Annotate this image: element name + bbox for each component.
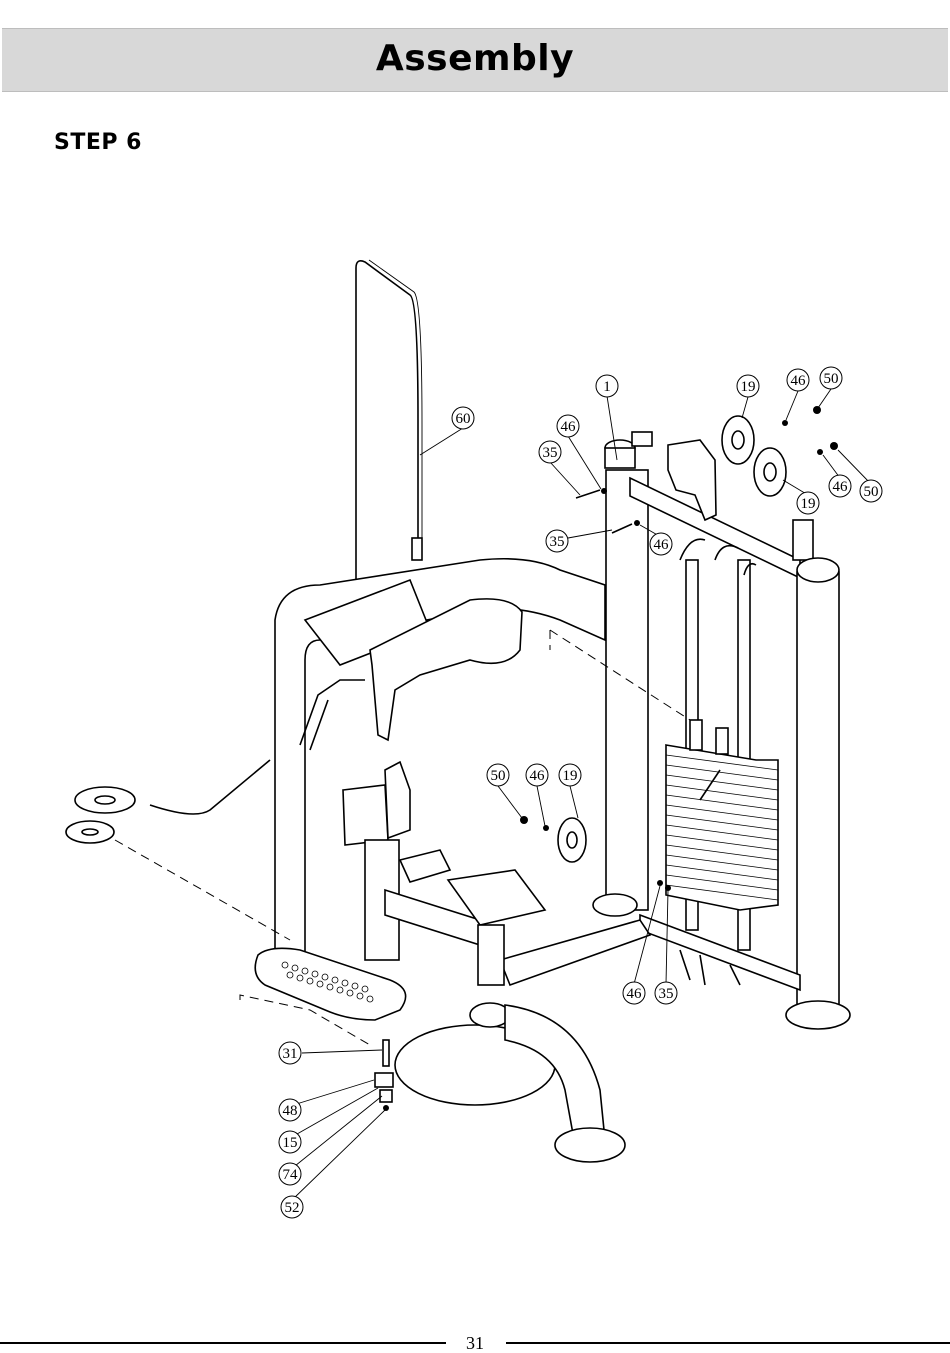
callout-19: 19 xyxy=(737,375,759,397)
svg-text:35: 35 xyxy=(659,986,674,1002)
callout-74: 74 xyxy=(279,1163,301,1185)
footer-rule-right xyxy=(506,1342,950,1344)
svg-text:46: 46 xyxy=(627,986,643,1002)
svg-text:50: 50 xyxy=(491,768,506,784)
callout-46: 46 xyxy=(623,982,645,1004)
svg-text:31: 31 xyxy=(283,1046,298,1062)
callout-31: 31 xyxy=(279,1042,301,1064)
svg-text:48: 48 xyxy=(283,1103,298,1119)
callout-46: 46 xyxy=(787,369,809,391)
svg-text:46: 46 xyxy=(654,537,670,553)
callout-48: 48 xyxy=(279,1099,301,1121)
callout-1: 1 xyxy=(596,375,618,397)
svg-text:19: 19 xyxy=(741,379,756,395)
callout-50: 50 xyxy=(820,367,842,389)
svg-text:46: 46 xyxy=(530,768,546,784)
callout-46: 46 xyxy=(650,533,672,555)
callout-52: 52 xyxy=(281,1196,303,1218)
svg-text:50: 50 xyxy=(824,371,839,387)
frame-right-upright xyxy=(797,572,839,1020)
svg-text:1: 1 xyxy=(603,379,611,395)
back-pad xyxy=(343,785,388,845)
callout-50: 50 xyxy=(487,764,509,786)
callout-35: 35 xyxy=(655,982,677,1004)
footer-rule-left xyxy=(0,1342,446,1344)
cable-lower xyxy=(150,760,270,814)
callout-60: 60 xyxy=(452,407,474,429)
callout-19: 19 xyxy=(559,764,581,786)
callout-35: 35 xyxy=(539,441,561,463)
guide-line xyxy=(115,840,290,940)
svg-text:19: 19 xyxy=(801,496,816,512)
svg-text:46: 46 xyxy=(791,373,807,389)
callout-46: 46 xyxy=(829,475,851,497)
svg-text:35: 35 xyxy=(543,445,558,461)
svg-text:50: 50 xyxy=(864,484,879,500)
callout-35: 35 xyxy=(546,530,568,552)
cable-60 xyxy=(356,261,418,620)
svg-text:74: 74 xyxy=(283,1167,299,1183)
frame-left-upright xyxy=(606,470,648,910)
svg-text:35: 35 xyxy=(550,534,565,550)
svg-text:52: 52 xyxy=(285,1200,300,1216)
svg-text:15: 15 xyxy=(283,1135,298,1151)
callout-15: 15 xyxy=(279,1131,301,1153)
callout-50: 50 xyxy=(860,480,882,502)
cable-end-fitting xyxy=(412,538,422,560)
page-number: 31 xyxy=(448,1333,502,1353)
svg-text:19: 19 xyxy=(563,768,578,784)
svg-text:46: 46 xyxy=(833,479,849,495)
svg-text:60: 60 xyxy=(456,411,471,427)
callout-46: 46 xyxy=(526,764,548,786)
svg-text:46: 46 xyxy=(561,419,577,435)
callout-46: 46 xyxy=(557,415,579,437)
callout-19: 19 xyxy=(797,492,819,514)
